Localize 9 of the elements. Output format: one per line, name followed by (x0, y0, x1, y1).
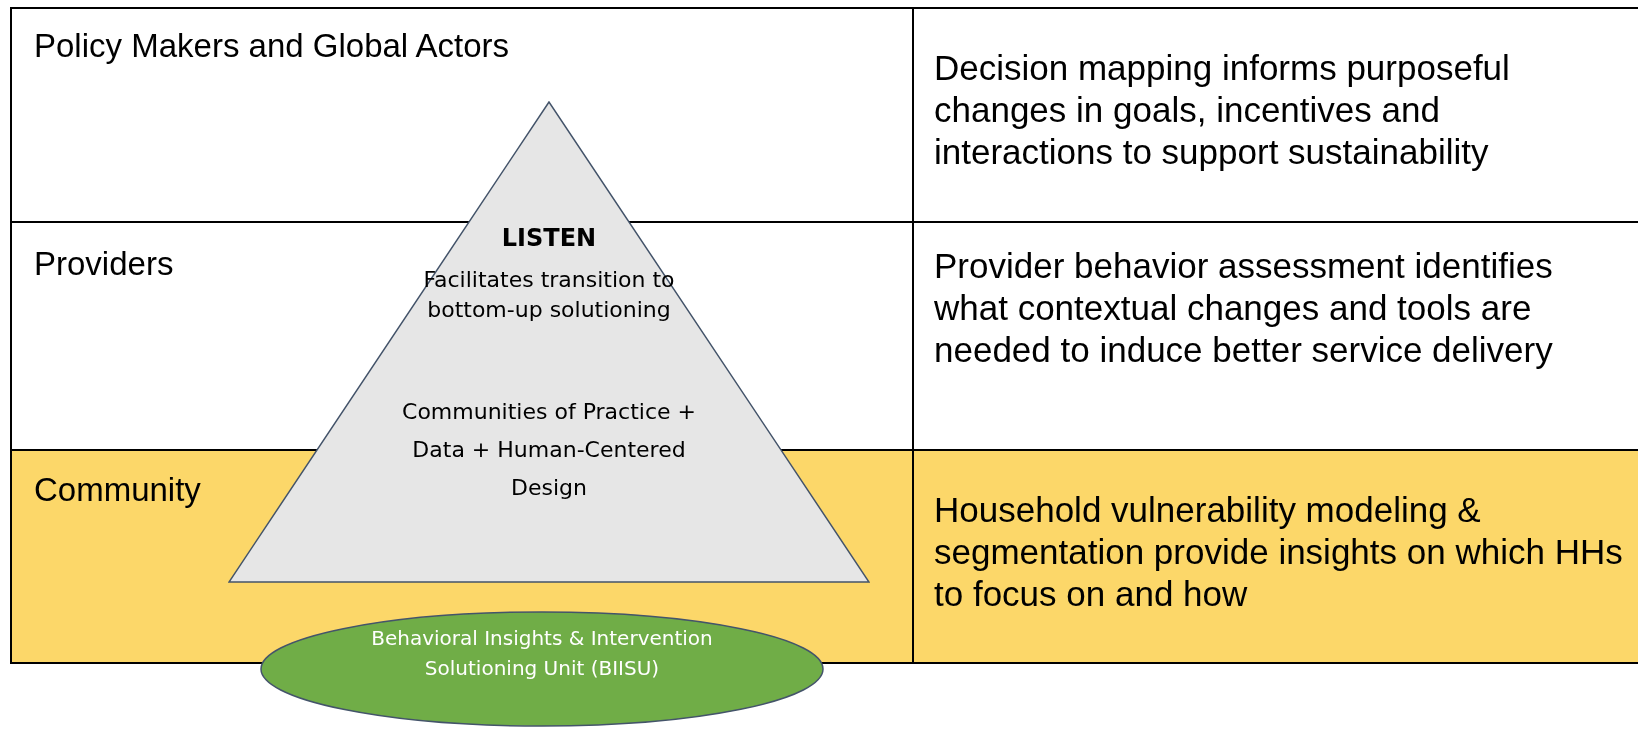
description: Communities of Practice + Data + Human-Centered Design (401, 398, 697, 502)
row-label: Community (34, 471, 201, 509)
row-label: Providers (34, 245, 174, 283)
row-label: Policy Makers and Global Actors (34, 27, 510, 65)
row-description: Provider behavior assessment identifies what contextual changes and tools are needed to induce better service delivery (934, 245, 1624, 371)
row-description: Decision mapping informs purposeful changes in goals, incentives and interactions to support sustainability (934, 47, 1624, 173)
heading: LISTEN (500, 223, 598, 253)
row-description: Household vulnerability modeling & segmentation provide insights on which HHs to focus on and how (934, 489, 1624, 615)
unit-label: Behavioral Insights & Intervention Solutioning Unit (BIISU) (370, 625, 714, 682)
